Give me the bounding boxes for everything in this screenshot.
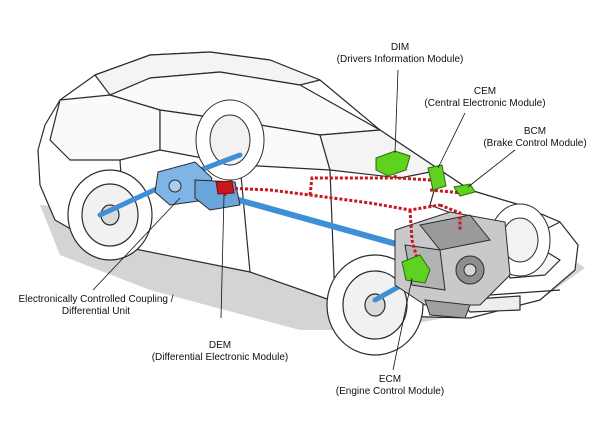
label-bcm: BCM (Brake Control Module) bbox=[470, 126, 600, 150]
label-dem: DEM (Differential Electronic Module) bbox=[130, 340, 310, 364]
ecm-module-icon bbox=[401, 254, 431, 284]
cem-abbrev: CEM bbox=[473, 86, 497, 97]
label-cem: CEM (Central Electronic Module) bbox=[405, 86, 565, 110]
leader-ecm bbox=[392, 277, 413, 371]
coupling-line1: Electronically Controlled Coupling / bbox=[18, 294, 174, 305]
ecm-abbrev: ECM bbox=[378, 374, 402, 385]
dem-module-icon bbox=[215, 180, 235, 195]
dim-abbrev: DIM bbox=[390, 42, 410, 53]
leader-coupling bbox=[92, 197, 181, 291]
leader-bcm bbox=[467, 149, 516, 188]
coupling-line2: Differential Unit bbox=[61, 306, 131, 317]
leader-dem bbox=[220, 194, 225, 319]
cem-module-icon bbox=[427, 164, 447, 191]
bcm-module-icon bbox=[453, 183, 476, 197]
dem-abbrev: DEM bbox=[208, 340, 232, 351]
leader-cem bbox=[437, 112, 466, 169]
label-coupling: Electronically Controlled Coupling / Dif… bbox=[0, 294, 192, 318]
label-ecm: ECM (Engine Control Module) bbox=[320, 374, 460, 398]
bcm-fullname: (Brake Control Module) bbox=[483, 138, 587, 149]
propeller-shaft bbox=[207, 189, 403, 248]
leader-dim bbox=[394, 69, 399, 154]
dem-fullname: (Differential Electronic Module) bbox=[151, 352, 289, 363]
dim-fullname: (Drivers Information Module) bbox=[336, 54, 464, 65]
leader-lines bbox=[92, 69, 516, 371]
far-rear-wheel-icon bbox=[195, 99, 265, 181]
bcm-abbrev: BCM bbox=[523, 126, 547, 137]
ecm-fullname: (Engine Control Module) bbox=[335, 386, 445, 397]
rear-half-shaft bbox=[97, 182, 168, 218]
cem-fullname: (Central Electronic Module) bbox=[424, 98, 546, 109]
modules bbox=[215, 150, 476, 284]
rear-wheel-icon bbox=[67, 169, 153, 261]
label-dim: DIM (Drivers Information Module) bbox=[320, 42, 480, 66]
